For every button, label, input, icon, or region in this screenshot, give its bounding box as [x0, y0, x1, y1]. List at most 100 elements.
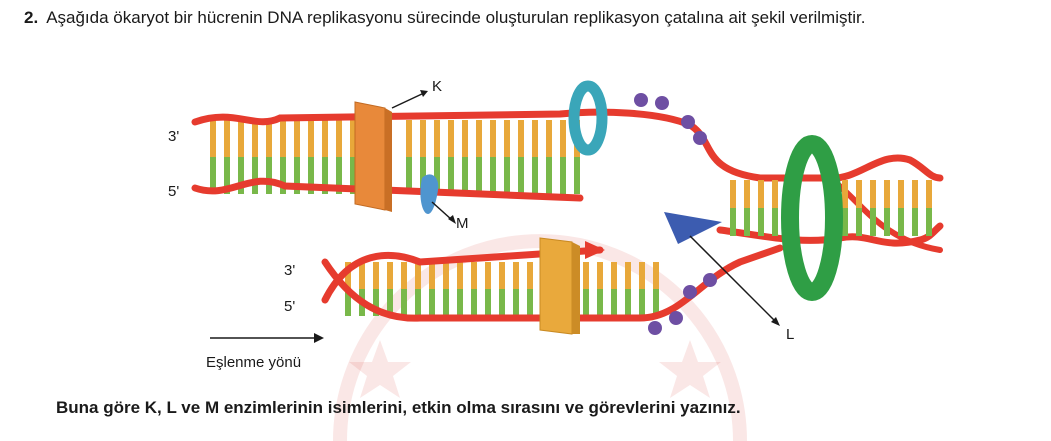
base-pair-rung [443, 262, 449, 289]
base-pair-rung [308, 157, 314, 194]
base-pair-rung [350, 120, 356, 157]
base-pair-rung [527, 262, 533, 289]
base-pair-rung [401, 262, 407, 289]
base-pair-rung [625, 289, 631, 316]
base-pair-rung [322, 157, 328, 194]
base-pair-rung [266, 157, 272, 194]
base-pair-rung [546, 120, 552, 157]
base-pair-rung [252, 120, 258, 157]
base-pair-rung [294, 157, 300, 194]
base-pair-rung [518, 157, 524, 194]
base-pair-rung [884, 180, 890, 208]
base-pair-rung [443, 289, 449, 316]
base-pair-rung [504, 157, 510, 194]
base-pair-rung [476, 157, 482, 194]
base-pair-rung [471, 289, 477, 316]
base-pair-rung [210, 157, 216, 194]
base-pair-rung [406, 120, 412, 157]
base-pair-rung [912, 180, 918, 208]
base-pair-rung [926, 208, 932, 236]
task-question: Buna göre K, L ve M enzimlerinin isimler… [56, 398, 741, 417]
enzyme-k-icon [354, 101, 392, 212]
base-pair-rung [744, 180, 750, 208]
base-pair-rung [583, 262, 589, 289]
base-pair-rung [499, 289, 505, 316]
leading-strand-arrowhead [585, 241, 605, 259]
base-pair-rung [744, 208, 750, 236]
base-pair-rung [210, 120, 216, 157]
label-k: K [432, 78, 443, 95]
label-m: M [456, 215, 469, 232]
base-pair-rung [308, 120, 314, 157]
question-text: Aşağıda ökaryot bir hücrenin DNA replika… [46, 8, 866, 27]
lower-3-prime: 3' [284, 262, 296, 279]
base-pair-rung [856, 208, 862, 236]
upper-5-prime: 5' [168, 183, 180, 200]
pointer-arrows [210, 90, 780, 343]
base-pair-rung [611, 262, 617, 289]
base-pair-rung [485, 262, 491, 289]
base-pair-rung [898, 180, 904, 208]
base-pair-rung [513, 289, 519, 316]
base-pair-rung [856, 180, 862, 208]
lower-5-prime: 5' [284, 298, 296, 315]
base-pair-rung [322, 120, 328, 157]
base-pair-rung [294, 120, 300, 157]
upper-bottom-backbone [191, 177, 584, 202]
base-pair-rung [387, 289, 393, 316]
base-pair-rung [266, 120, 272, 157]
base-pair-rung [898, 208, 904, 236]
green-ring-icon [781, 135, 843, 301]
base-pair-rung [758, 208, 764, 236]
base-pair-rung [345, 262, 351, 289]
base-pair-rung [336, 157, 342, 194]
base-pair-rung [280, 120, 286, 157]
base-pair-rung [401, 289, 407, 316]
ssb-proteins [634, 93, 717, 335]
base-pair-rung [238, 120, 244, 157]
base-pair-rung [730, 208, 736, 236]
upper-3-prime: 3' [168, 128, 180, 145]
base-pair-rung [336, 120, 342, 157]
base-pair-rung [532, 120, 538, 157]
teal-ring-icon [568, 80, 608, 156]
enzyme-l-icon [664, 212, 722, 244]
base-pair-rung [597, 289, 603, 316]
base-pair-rung [345, 289, 351, 316]
base-pair-rung [457, 262, 463, 289]
replication-direction-label: Eşlenme yönü [206, 354, 302, 371]
label-l: L [786, 326, 795, 343]
base-pair-rung [373, 289, 379, 316]
base-pair-rung [434, 157, 440, 194]
base-pair-rung [546, 157, 552, 194]
base-pair-rung [485, 289, 491, 316]
base-pair-rung [532, 157, 538, 194]
base-pair-rung [462, 120, 468, 157]
upper-top-backbone [191, 108, 944, 182]
base-pair-rung [758, 180, 764, 208]
base-pair-rung [238, 157, 244, 194]
base-pair-rung [471, 262, 477, 289]
question-line: 2.Aşağıda ökaryot bir hücrenin DNA repli… [24, 8, 865, 28]
base-pair-rung [513, 262, 519, 289]
base-pair-rung [252, 157, 258, 194]
base-pair-rung [434, 120, 440, 157]
base-pair-rung [387, 262, 393, 289]
base-pair-rung [653, 262, 659, 289]
base-pair-rung [527, 289, 533, 316]
base-pair-rung [912, 208, 918, 236]
base-pair-rung [420, 157, 426, 194]
base-pair-rung [611, 289, 617, 316]
base-pair-rung [420, 120, 426, 157]
base-pair-rung [224, 157, 230, 194]
lower-top-backbone [321, 246, 604, 304]
base-pair-rung [518, 120, 524, 157]
enzyme-m-icon [420, 174, 439, 214]
base-pair-rung [870, 208, 876, 236]
base-pair-rung [406, 157, 412, 194]
base-pair-rung [639, 262, 645, 289]
base-pair-rung [639, 289, 645, 316]
polymerase-slab-icon [539, 237, 580, 335]
base-pair-rung [490, 120, 496, 157]
base-pair-rung [870, 180, 876, 208]
